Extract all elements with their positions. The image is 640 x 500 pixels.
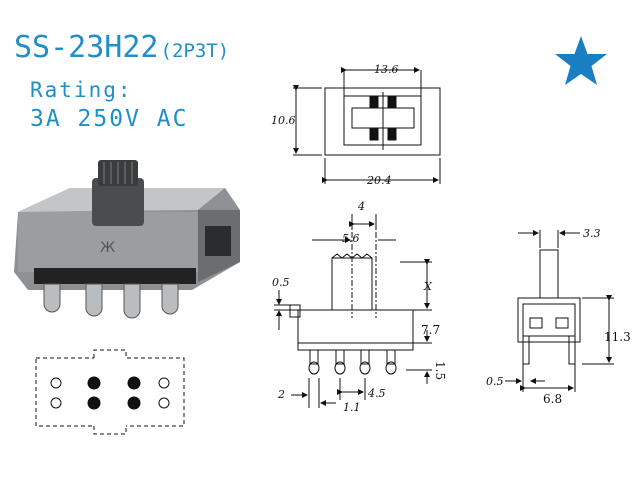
dim-actuator-height-left: 0.5 xyxy=(272,276,290,289)
rating-label: Rating: xyxy=(30,78,133,102)
svg-text:Ж: Ж xyxy=(100,240,115,256)
dim-body-height: 7.7 xyxy=(421,323,440,337)
dim-actuator-x: X xyxy=(423,280,433,293)
model-title: SS-23H22(2P3T) xyxy=(14,30,229,65)
rating-value: 3A 250V AC xyxy=(30,106,189,132)
model-name: SS-23H22 xyxy=(14,30,159,65)
dim-pin-diameter-left: 2 xyxy=(277,388,285,401)
front-view xyxy=(274,214,432,408)
dim-pin-length: 1.5 xyxy=(433,361,447,380)
dim-top-height: 10.6 xyxy=(271,114,296,127)
side-view xyxy=(505,230,614,392)
dim-actuator-width: 5.6 xyxy=(342,232,360,245)
dim-top-total-width: 20.4 xyxy=(366,174,392,187)
top-view xyxy=(293,67,441,184)
dim-side-actuator: 3.3 xyxy=(583,227,601,240)
star-icon xyxy=(555,36,607,85)
product-photo: Ж xyxy=(14,160,240,319)
dim-top-inner-width: 13.6 xyxy=(374,63,399,76)
model-config: (2P3T) xyxy=(160,40,230,62)
dim-pin-diameter-bottom: 1.1 xyxy=(343,401,361,414)
dim-pin-spacing-top: 4 xyxy=(357,200,365,213)
dim-side-width: 6.8 xyxy=(543,392,562,406)
circuit-schematic xyxy=(35,349,185,435)
dim-side-pin: 0.5 xyxy=(486,375,504,388)
dim-side-height: 11.3 xyxy=(604,330,631,344)
dim-pin-pitch: 4.5 xyxy=(367,387,386,400)
